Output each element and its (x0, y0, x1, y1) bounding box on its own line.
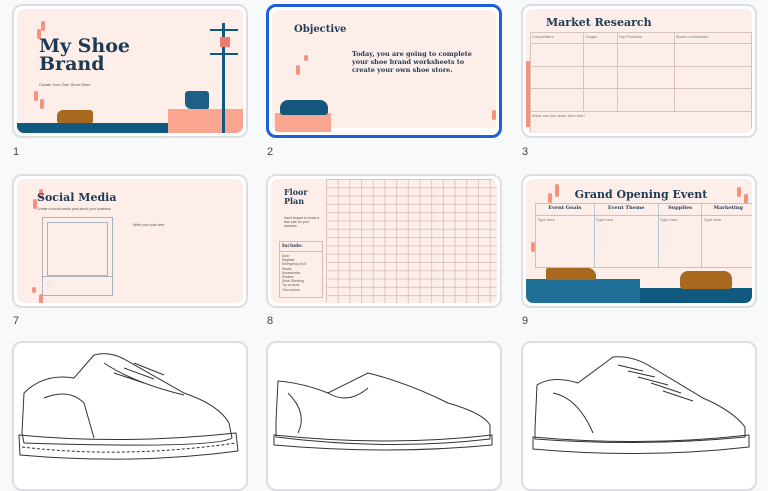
photo-frame: ♡ (42, 217, 113, 296)
slide-body: Today, you are going to complete your sh… (352, 50, 472, 74)
slide-title: Market Research (546, 16, 652, 29)
slide-title: Floor Plan (284, 187, 308, 206)
slide-title: Grand Opening Event (574, 188, 708, 201)
slide-number: 7 (13, 315, 20, 327)
slide-title: Objective (294, 24, 347, 35)
slide-body: Insert shapes to create a floor plan for… (284, 216, 320, 228)
slide-thumbnail-8[interactable]: Floor Plan Insert shapes to create a flo… (266, 174, 502, 308)
slide-thumbnail-sneaker-1[interactable] (12, 341, 248, 491)
slide-thumbnail-sneaker-2[interactable] (266, 341, 502, 491)
table-footer: What can you learn from this? (530, 111, 752, 133)
slide-number: 1 (13, 146, 20, 158)
boot-icon (680, 271, 732, 289)
slide-number: 3 (522, 146, 529, 158)
shoe-icon (546, 268, 596, 280)
slide-thumbnail-2[interactable]: Objective Today, you are going to comple… (266, 4, 502, 138)
post-prompt: Write your post here (133, 223, 165, 227)
slide-thumbnail-sneaker-3[interactable] (521, 341, 757, 491)
boot-icon (185, 91, 209, 109)
slide-title: Social Media (37, 191, 117, 204)
slide-thumbnail-1[interactable]: My Shoe Brand Create Your Own Shoe Store (12, 4, 248, 138)
slide-thumbnail-7[interactable]: Social Media Create a social media post … (12, 174, 248, 308)
sneaker-outline-icon (273, 372, 493, 451)
heart-icon: ♡ (46, 280, 55, 290)
sneaker-outline-icon (18, 353, 239, 460)
slide-subtitle: Create Your Own Shoe Store (39, 82, 91, 87)
slide-number: 2 (267, 146, 274, 158)
slide-subtitle: Create a social media post about your bu… (37, 207, 112, 211)
slide-number: 8 (267, 315, 274, 327)
shoe-icon (57, 110, 93, 123)
shoe-icon (280, 100, 328, 115)
clothes-rack-icon (222, 23, 225, 133)
slide-title: My Shoe Brand (39, 35, 130, 75)
slide-number: 9 (522, 315, 529, 327)
floor-grid (326, 179, 497, 303)
sneaker-outline-icon (532, 356, 750, 455)
